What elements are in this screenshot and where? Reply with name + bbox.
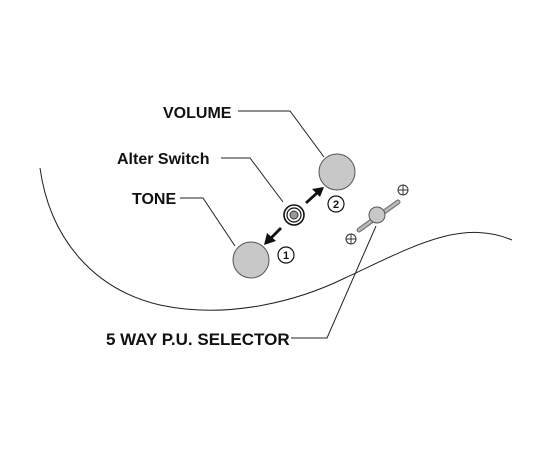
tone-label: TONE <box>132 191 176 208</box>
volume-leader-line <box>238 110 325 158</box>
tone-knob[interactable] <box>232 241 270 279</box>
step-1-marker: 1 <box>277 246 295 264</box>
selector-label: 5 WAY P.U. SELECTOR <box>106 330 290 349</box>
selector-leader-line <box>291 225 377 339</box>
step-2-number: 2 <box>333 199 339 211</box>
step-2-marker: 2 <box>327 195 345 213</box>
volume-label: VOLUME <box>163 105 232 122</box>
pickup-selector-switch[interactable] <box>356 199 401 233</box>
tone-leader-line <box>180 197 236 247</box>
arrow-down-left-icon <box>264 227 282 245</box>
volume-knob[interactable] <box>318 153 356 191</box>
alter-switch-leader-line <box>221 157 284 203</box>
screw-icon <box>397 184 409 196</box>
alter-switch-label: Alter Switch <box>117 151 209 168</box>
alter-switch[interactable] <box>283 204 305 226</box>
arrow-up-right-icon <box>305 187 324 205</box>
guitar-body-outline <box>39 167 513 311</box>
step-1-number: 1 <box>283 250 289 262</box>
screw-icon <box>345 233 357 245</box>
